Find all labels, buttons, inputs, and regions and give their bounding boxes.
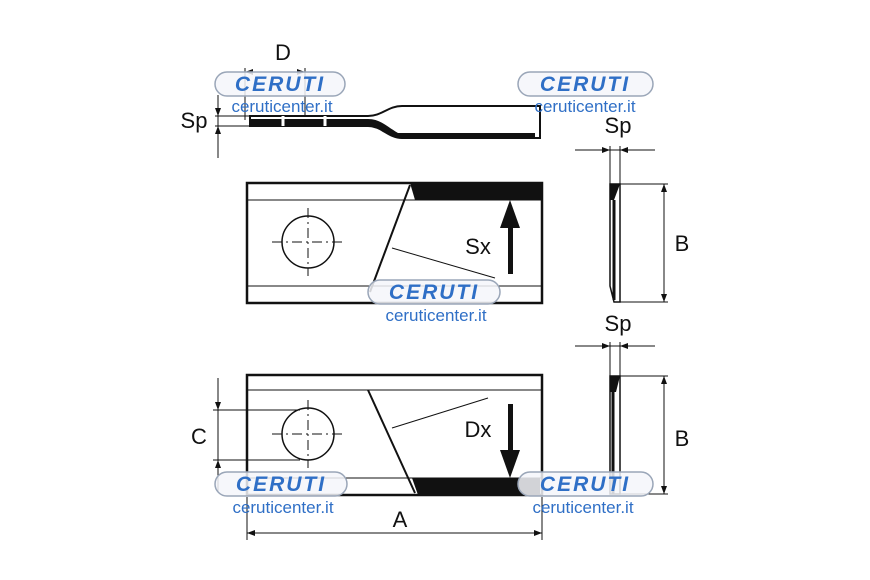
blade-dx-inner-line	[391, 397, 489, 429]
blade-dx-bevel	[412, 478, 540, 495]
sp-bottom-arrow-left	[602, 343, 610, 349]
watermark-bottom-right: CERUTI ceruticenter.it	[517, 471, 654, 517]
blade-sx-side-view: Sp B	[575, 113, 690, 303]
sp-arrow-bottom	[215, 126, 221, 134]
watermark-badge	[214, 471, 348, 497]
blade-dx-side-bevel-top	[610, 376, 620, 392]
watermark-badge	[214, 71, 346, 97]
watermark-brand: CERUTI	[235, 73, 325, 96]
c-arrow-top	[215, 402, 221, 410]
sp-mid-arrow-right	[620, 147, 628, 153]
direction-dx-label: Dx	[465, 417, 492, 442]
watermark-site: ceruticenter.it	[534, 97, 635, 116]
watermark-site: ceruticenter.it	[232, 498, 333, 517]
a-arrow-left	[247, 530, 255, 536]
a-arrow-right	[534, 530, 542, 536]
watermark-top-left: CERUTI ceruticenter.it	[214, 71, 346, 116]
b-mid-arrow-bottom	[661, 294, 667, 302]
watermark-badge	[517, 71, 654, 97]
dimension-b-bottom-label: B	[675, 426, 690, 451]
dimension-d-label: D	[275, 40, 291, 65]
watermark-site: ceruticenter.it	[532, 498, 633, 517]
watermark-top-right: CERUTI ceruticenter.it	[517, 71, 654, 116]
blade-dx-side-view: Sp B	[575, 311, 690, 495]
sp-arrow-top	[215, 108, 221, 116]
profile-outline	[249, 105, 541, 139]
sp-mid-arrow-left	[602, 147, 610, 153]
direction-sx-arrow-shaft	[508, 226, 513, 274]
blade-sx-inner-line	[391, 247, 496, 279]
dimension-sp-bottom-label: Sp	[605, 311, 632, 336]
sp-bottom-arrow-right	[620, 343, 628, 349]
watermark-brand: CERUTI	[540, 73, 630, 96]
watermark-badge	[517, 471, 654, 497]
blade-dx-slant-line	[367, 389, 416, 494]
b-bottom-arrow-bottom	[661, 486, 667, 494]
blade-sx-slant-line	[369, 184, 411, 293]
watermark-brand: CERUTI	[236, 473, 326, 496]
profile-bevel-fill	[250, 119, 535, 138]
watermark-site: ceruticenter.it	[385, 306, 486, 325]
dimension-sp-mid-label: Sp	[605, 113, 632, 138]
direction-sx-label: Sx	[465, 234, 491, 259]
side-profile-top: D Sp	[181, 40, 541, 158]
dimension-a-label: A	[393, 507, 408, 532]
watermark-site: ceruticenter.it	[231, 97, 332, 116]
dimension-b-mid-label: B	[675, 231, 690, 256]
blade-sx-bevel	[410, 183, 542, 200]
b-bottom-arrow-top	[661, 376, 667, 384]
c-arrow-bottom	[215, 460, 221, 468]
blade-sx-side-bevel-top	[610, 184, 620, 200]
dimension-sp-side-label: Sp	[181, 108, 208, 133]
dimension-c-label: C	[191, 424, 207, 449]
watermark-brand: CERUTI	[540, 473, 630, 496]
watermark-badge	[367, 279, 501, 305]
watermark-bottom-left: CERUTI ceruticenter.it	[214, 471, 348, 517]
b-mid-arrow-top	[661, 184, 667, 192]
watermark-center: CERUTI ceruticenter.it	[367, 279, 501, 325]
watermark-brand: CERUTI	[389, 281, 479, 304]
direction-dx-arrow-shaft	[508, 404, 513, 452]
direction-dx-arrow-down-icon	[500, 450, 520, 478]
direction-sx-arrow-up-icon	[500, 200, 520, 228]
